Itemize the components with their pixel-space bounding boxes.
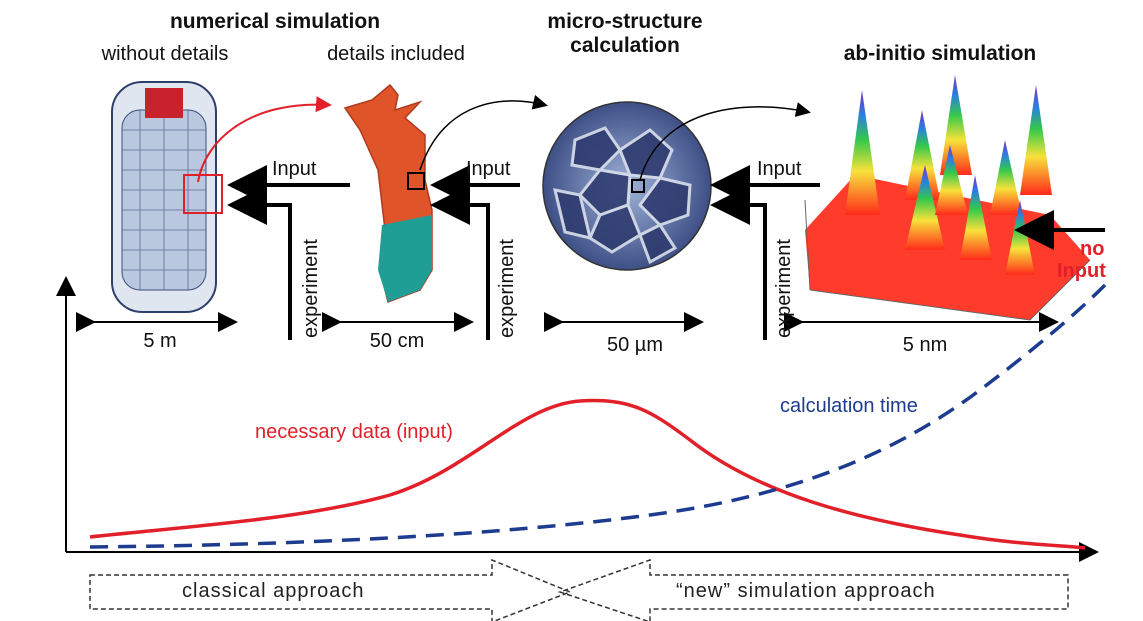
scale-label-50cm: 50 cm (369, 330, 425, 352)
car-part-image (343, 83, 433, 303)
input-arrow-1 (227, 165, 350, 340)
new-approach-label: “new” simulation approach (676, 580, 936, 602)
without-details-label: without details (101, 43, 229, 65)
experiment-label-3: experiment (773, 239, 795, 338)
microstructure-image (542, 101, 712, 271)
input-label-2: Input (466, 158, 511, 180)
scale-label-5nm: 5 nm (902, 334, 948, 356)
no-label: no (1080, 238, 1105, 260)
details-included-label: details included (327, 43, 465, 65)
no-input-label: Input (1057, 260, 1106, 282)
classical-approach-label: classical approach (182, 580, 365, 602)
input-label-1: Input (272, 158, 317, 180)
calculation-time-label: calculation time (780, 395, 918, 417)
scale-label-50um: 50 µm (607, 334, 663, 356)
input-label-3: Input (757, 158, 802, 180)
necessary-data-label: necessary data (input) (255, 421, 453, 443)
input-arrow-3 (710, 165, 820, 340)
numerical-simulation-title: numerical simulation (169, 10, 381, 33)
zoom-link-part-micro (419, 94, 548, 171)
necessary-data-curve (89, 398, 1086, 550)
experiment-label-2: experiment (496, 239, 518, 338)
abinitio-plot-image (804, 75, 1091, 321)
experiment-label-1: experiment (300, 239, 322, 338)
input-arrow-2 (430, 165, 520, 340)
classical-approach-arrow (89, 558, 573, 621)
scale-label-5m: 5 m (143, 330, 177, 352)
calculation-time-curve (89, 283, 1107, 549)
micro-structure-title: micro-structure (547, 10, 703, 33)
new-approach-arrow (557, 558, 1069, 621)
zoom-link-car-part (197, 96, 332, 183)
car-model-image (111, 81, 223, 313)
zoom-link-micro-abinitio (639, 102, 811, 181)
calculation-title: calculation (570, 34, 680, 57)
abinitio-title: ab-initio simulation (843, 42, 1037, 65)
